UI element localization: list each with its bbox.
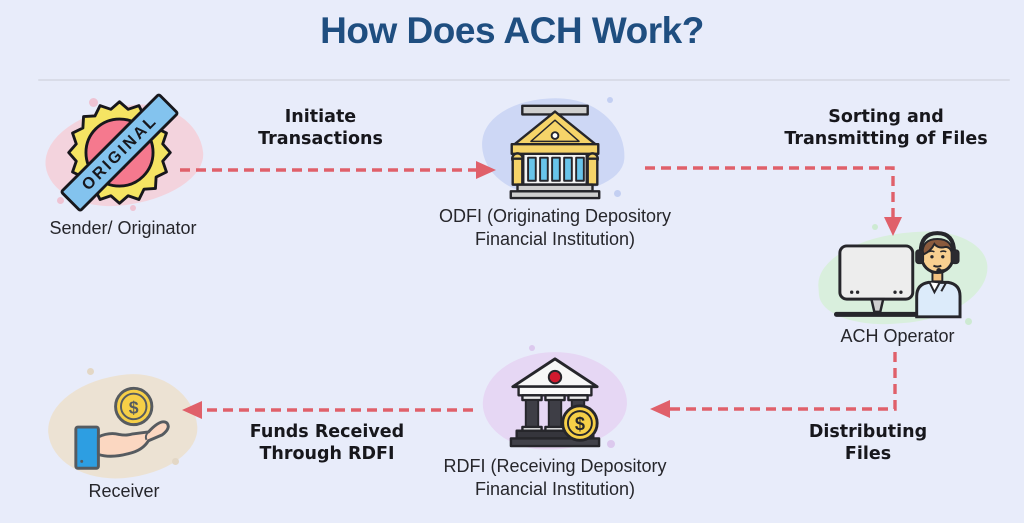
- node-label-receiver: Receiver: [88, 481, 160, 501]
- computer-monitor: [838, 244, 915, 314]
- bank-with-dollar-coin-icon: $: [509, 357, 601, 448]
- headset-mic: [940, 261, 954, 272]
- operator-with-headset-icon: [833, 231, 962, 319]
- page-title: How Does ACH Work?: [320, 10, 704, 51]
- arrow-label-sorting: Sorting and Transmitting of Files: [784, 107, 988, 150]
- blob-dot: [130, 205, 136, 211]
- headset-earcup: [950, 249, 960, 265]
- blob-dot: [607, 97, 613, 103]
- arrow-label-distributing: Distributing Files: [808, 422, 928, 465]
- dollar-symbol: $: [129, 397, 139, 417]
- blob-dot: [872, 224, 878, 230]
- blob-dot: [607, 440, 615, 448]
- sleeve: [74, 425, 100, 470]
- dollar-coin: $: [561, 404, 599, 442]
- blob-dot: [89, 98, 98, 107]
- blob-dot: [529, 345, 535, 351]
- operator-person: [915, 231, 962, 319]
- dollar-symbol: $: [575, 414, 585, 434]
- blob-dot: [965, 318, 972, 325]
- arrow-funds-received: [182, 401, 473, 419]
- blob-dot: [614, 190, 621, 197]
- hand-receiving-coin-icon: $: [74, 386, 170, 470]
- original-stamp-icon: ORIGINAL: [60, 93, 179, 212]
- node-label-rdfi: RDFI (Receiving Depository Financial Ins…: [443, 456, 667, 499]
- bank-building-icon: [509, 104, 601, 200]
- arrow-label-initiate: Initiate Transactions: [258, 107, 383, 150]
- blob-dot: [57, 197, 64, 204]
- headset-band: [918, 231, 957, 253]
- node-label-ach-operator: ACH Operator: [840, 326, 955, 346]
- arrow-distributing-files: [650, 352, 897, 418]
- node-label-odfi: ODFI (Originating Depository Financial I…: [438, 206, 672, 249]
- blob-dot: [87, 368, 94, 375]
- blob-dot: [172, 458, 179, 465]
- arrow-label-funds: Funds Received Through RDFI: [249, 422, 405, 465]
- headset-earcup: [915, 249, 925, 265]
- dollar-coin: $: [114, 386, 154, 427]
- node-label-sender: Sender/ Originator: [49, 218, 197, 238]
- arrow-initiate-transactions: [180, 161, 496, 179]
- title-divider: [38, 79, 1010, 81]
- open-hand: [96, 420, 170, 458]
